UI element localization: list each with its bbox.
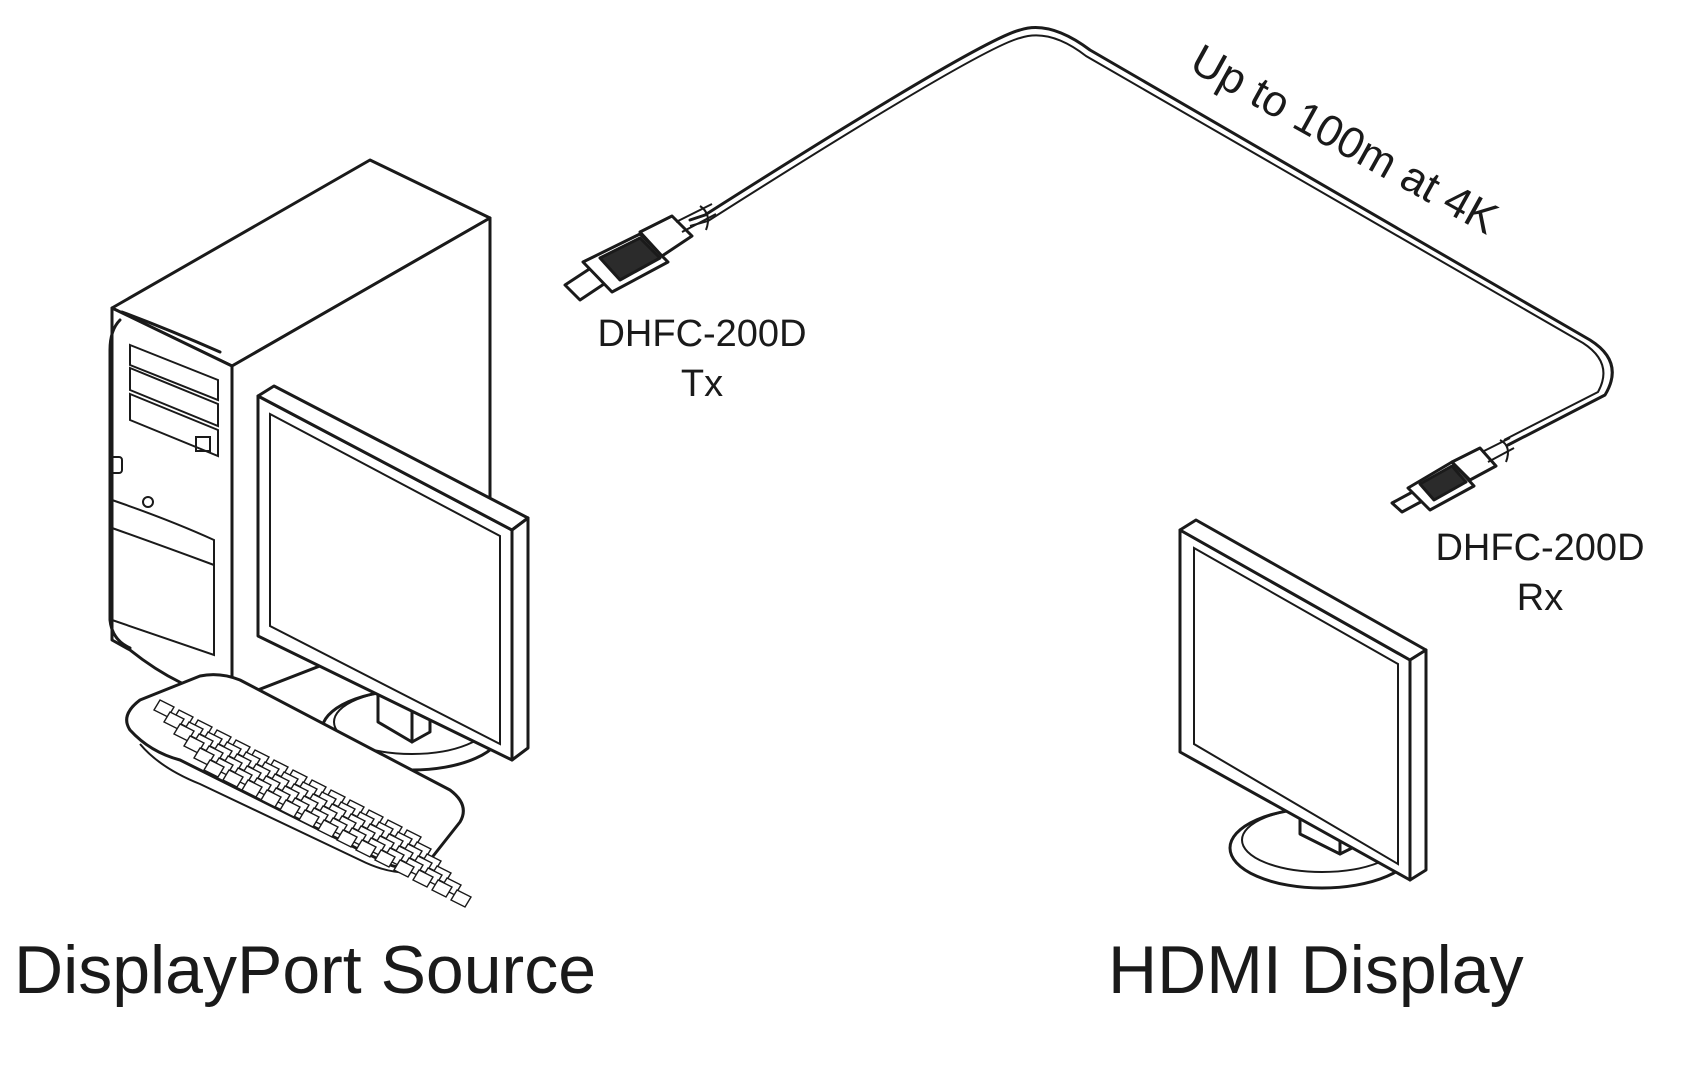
- keyboard-key: [260, 789, 282, 808]
- monitor-icon: [256, 384, 530, 772]
- tx-role-label: Tx: [680, 363, 724, 405]
- keyboard-key: [431, 879, 453, 898]
- keyboard-key: [279, 799, 301, 818]
- keyboard-key: [317, 819, 339, 838]
- keyboard-key: [241, 779, 263, 798]
- keyboard-key: [393, 859, 415, 878]
- keyboard-key: [298, 809, 320, 828]
- monitor-icon: [1178, 518, 1428, 890]
- keyboard-key: [336, 829, 358, 848]
- keyboard-key: [412, 869, 434, 888]
- rx-role-label: Rx: [1516, 577, 1564, 619]
- keyboard-icon: [125, 673, 472, 908]
- fiber-cable-icon: [688, 26, 1614, 447]
- keyboard-key: [374, 849, 396, 868]
- hdmi-connector-icon: [1390, 437, 1515, 514]
- tx-model-label: DHFC-200D: [597, 313, 807, 355]
- keyboard-keys: [153, 699, 472, 908]
- rx-model-label: DHFC-200D: [1435, 527, 1645, 569]
- display-caption: HDMI Display: [1108, 932, 1524, 1008]
- keyboard-key: [450, 889, 472, 908]
- displayport-connector-icon: [563, 203, 717, 302]
- source-caption: DisplayPort Source: [14, 932, 597, 1008]
- keyboard-key: [203, 759, 225, 778]
- keyboard-key: [222, 769, 244, 788]
- keyboard-key: [355, 839, 377, 858]
